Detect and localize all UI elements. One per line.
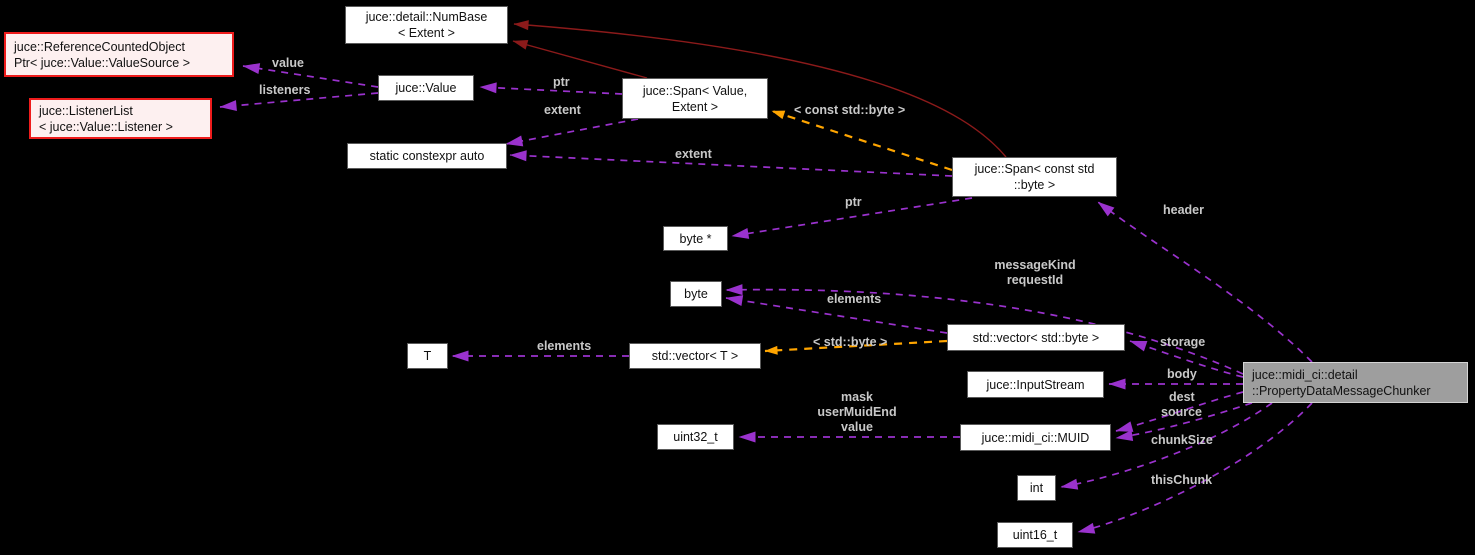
edge-storage (1129, 340, 1244, 378)
node-t[interactable]: T (407, 343, 448, 369)
node-byte[interactable]: byte (670, 281, 722, 307)
edge-label-elements-byte: elements (827, 292, 882, 306)
node-int[interactable]: int (1017, 475, 1056, 501)
node-reference-counted-object-ptr[interactable]: juce::ReferenceCountedObject Ptr< juce::… (4, 32, 234, 77)
edge-label-body: body (1167, 367, 1197, 381)
edge-message-kind-request-id (725, 284, 1244, 375)
node-uint16-t[interactable]: uint16_t (997, 522, 1073, 548)
node-label: uint32_t (673, 430, 718, 444)
edge-template-std-byte (764, 339, 948, 355)
edge-elements-byte (725, 295, 948, 334)
edge-label-extent-span-const: extent (675, 147, 712, 161)
node-label: juce::InputStream (986, 377, 1085, 392)
edge-source (1115, 402, 1253, 441)
edge-ptr-byte-ptr (731, 197, 973, 239)
edge-this-chunk (1077, 402, 1313, 534)
node-num-base[interactable]: juce::detail::NumBase < Extent > (345, 6, 508, 44)
edge-inherit-span-const-numbase (513, 20, 1007, 158)
node-label: std::vector< T > (651, 349, 739, 363)
node-label: int (1029, 481, 1044, 495)
node-byte-ptr[interactable]: byte * (663, 226, 728, 251)
node-label: juce::ReferenceCountedObject Ptr< juce::… (14, 39, 191, 70)
edge-label-listeners: listeners (259, 83, 311, 97)
node-static-constexpr-auto[interactable]: static constexpr auto (347, 143, 507, 169)
edge-label-message-kind-request-id: messageKind requestId (994, 258, 1076, 287)
edge-header (1097, 201, 1313, 363)
node-std-vector-std-byte[interactable]: std::vector< std::byte > (947, 324, 1125, 351)
edge-extent-span-const (509, 150, 953, 177)
edge-inherit-span-value-numbase (512, 40, 648, 79)
node-label: T (423, 349, 432, 363)
node-label: juce::Span< const std ::byte > (974, 162, 1095, 192)
edge-label-elements-t: elements (537, 339, 592, 353)
node-label: juce::midi_ci::detail ::PropertyDataMess… (1252, 367, 1431, 398)
edge-label-this-chunk: thisChunk (1151, 473, 1213, 487)
edge-label-chunk-size: chunkSize (1151, 433, 1213, 447)
node-label: juce::Span< Value, Extent > (642, 83, 748, 114)
node-midi-ci-muid[interactable]: juce::midi_ci::MUID (960, 424, 1111, 451)
node-label: byte (684, 287, 708, 301)
node-label: static constexpr auto (369, 149, 485, 163)
node-label: juce::Value (395, 81, 457, 95)
node-juce-value[interactable]: juce::Value (378, 75, 474, 101)
node-span-const-std-byte[interactable]: juce::Span< const std ::byte > (952, 157, 1117, 197)
edge-label-extent-span-value: extent (544, 103, 581, 117)
edge-label-value: value (272, 56, 304, 70)
edge-value (242, 63, 379, 88)
edge-label-template-const-std-byte: < const std::byte > (794, 103, 906, 117)
edge-label-header: header (1163, 203, 1204, 217)
node-input-stream[interactable]: juce::InputStream (967, 371, 1104, 398)
edge-label-template-std-byte: < std::byte > (813, 335, 888, 349)
node-std-vector-t[interactable]: std::vector< T > (629, 343, 761, 369)
edge-label-source: source (1161, 405, 1202, 419)
edge-ptr-value (479, 82, 623, 95)
node-label: juce::detail::NumBase < Extent > (365, 10, 488, 40)
edge-template-const-std-byte (771, 109, 953, 172)
edge-chunk-size (1060, 402, 1273, 490)
edge-label-dest: dest (1169, 390, 1195, 404)
node-label: std::vector< std::byte > (972, 330, 1100, 345)
node-uint32-t[interactable]: uint32_t (657, 424, 734, 450)
node-listener-list[interactable]: juce::ListenerList < juce::Value::Listen… (29, 98, 212, 139)
node-label: byte * (679, 231, 712, 246)
node-span-value-extent[interactable]: juce::Span< Value, Extent > (622, 78, 768, 119)
edge-dest (1115, 391, 1244, 432)
node-property-data-message-chunker[interactable]: juce::midi_ci::detail ::PropertyDataMess… (1243, 362, 1468, 403)
edge-label-storage: storage (1160, 335, 1206, 349)
node-label: juce::ListenerList < juce::Value::Listen… (39, 103, 173, 134)
edge-extent-span-value (505, 118, 639, 147)
edge-label-muid-members: mask userMuidEnd value (817, 390, 897, 434)
edge-listeners (219, 92, 379, 112)
edge-label-ptr-byte-ptr: ptr (845, 195, 862, 209)
node-label: juce::midi_ci::MUID (981, 430, 1090, 445)
edge-label-ptr-value: ptr (553, 75, 570, 89)
node-label: uint16_t (1012, 528, 1058, 542)
